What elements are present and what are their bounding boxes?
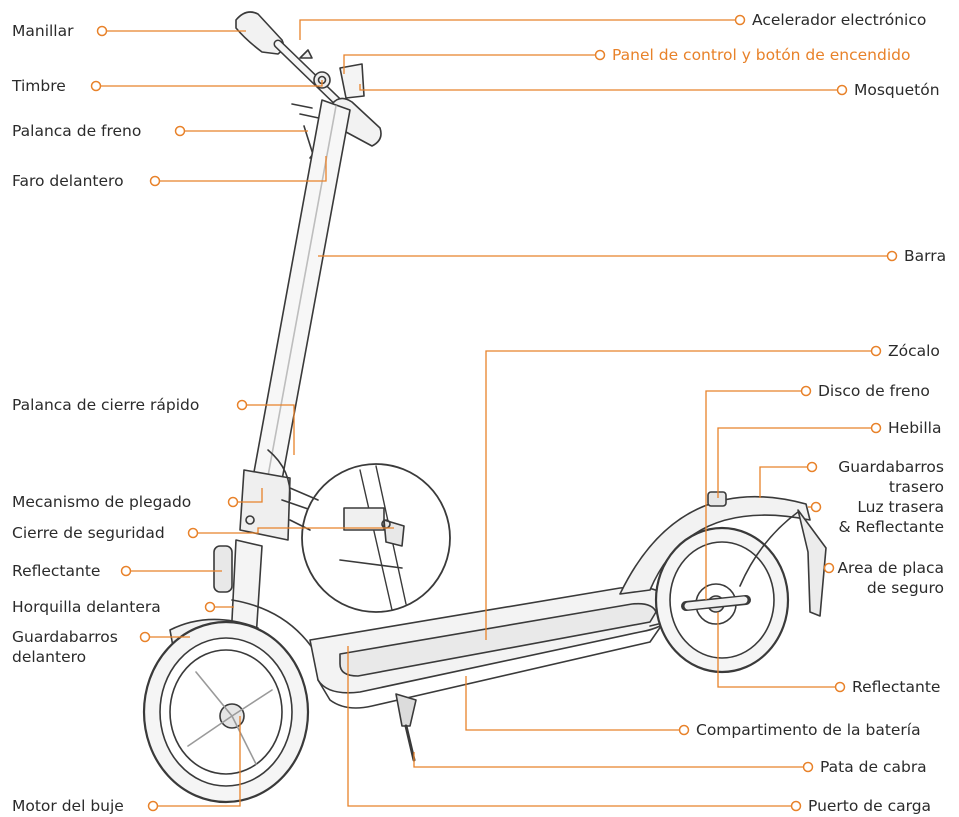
label-luz-trasera-2: & Reflectante bbox=[839, 518, 944, 536]
leader-lines bbox=[96, 19, 892, 807]
leader-markers bbox=[90, 14, 898, 812]
label-cierre-seguridad: Cierre de seguridad bbox=[12, 524, 165, 542]
label-luz-trasera-1: Luz trasera bbox=[857, 498, 944, 516]
label-puerto-carga: Puerto de carga bbox=[808, 797, 931, 815]
label-area-placa-2: de seguro bbox=[867, 579, 944, 597]
label-mecanismo-plegado: Mecanismo de plegado bbox=[12, 493, 191, 511]
rear-wheel-drawing bbox=[654, 511, 799, 674]
label-disco-freno: Disco de freno bbox=[818, 382, 930, 400]
label-reflectante-left: Reflectante bbox=[12, 562, 100, 580]
label-palanca-cierre-rapido: Palanca de cierre rápido bbox=[12, 396, 199, 414]
folding-mechanism-drawing bbox=[239, 449, 341, 541]
label-mosqueton: Mosquetón bbox=[854, 81, 940, 99]
kickstand-drawing bbox=[395, 693, 417, 762]
label-guardabarros-trasero-1: Guardabarros bbox=[838, 458, 944, 476]
label-panel-control: Panel de control y botón de encendido bbox=[612, 46, 910, 64]
label-horquilla-delantera: Horquilla delantera bbox=[12, 598, 161, 616]
label-acelerador: Acelerador electrónico bbox=[752, 11, 926, 29]
part-labels: Manillar Timbre Palanca de freno Faro de… bbox=[11, 11, 946, 815]
label-guardabarros-delantero-2: delantero bbox=[12, 648, 86, 666]
label-faro-delantero: Faro delantero bbox=[12, 172, 124, 190]
label-area-placa-1: Area de placa bbox=[837, 559, 944, 577]
zoom-detail-drawing bbox=[289, 463, 451, 613]
label-timbre: Timbre bbox=[11, 77, 66, 95]
label-palanca-freno: Palanca de freno bbox=[12, 122, 141, 140]
label-reflectante-right: Reflectante bbox=[852, 678, 940, 696]
label-zocalo: Zócalo bbox=[888, 342, 940, 360]
label-guardabarros-delantero-1: Guardabarros bbox=[12, 628, 118, 646]
label-hebilla: Hebilla bbox=[888, 419, 941, 437]
scooter-illustration bbox=[142, 11, 827, 804]
label-barra: Barra bbox=[904, 247, 946, 265]
handlebar-drawing bbox=[235, 11, 382, 165]
label-guardabarros-trasero-2: trasero bbox=[889, 478, 944, 496]
front-wheel-drawing bbox=[142, 620, 310, 804]
stem-drawing bbox=[253, 99, 351, 481]
label-pata-cabra: Pata de cabra bbox=[820, 758, 927, 776]
label-motor-buje: Motor del buje bbox=[12, 797, 124, 815]
label-manillar: Manillar bbox=[12, 22, 74, 40]
label-compartimento-bateria: Compartimento de la batería bbox=[696, 721, 921, 739]
